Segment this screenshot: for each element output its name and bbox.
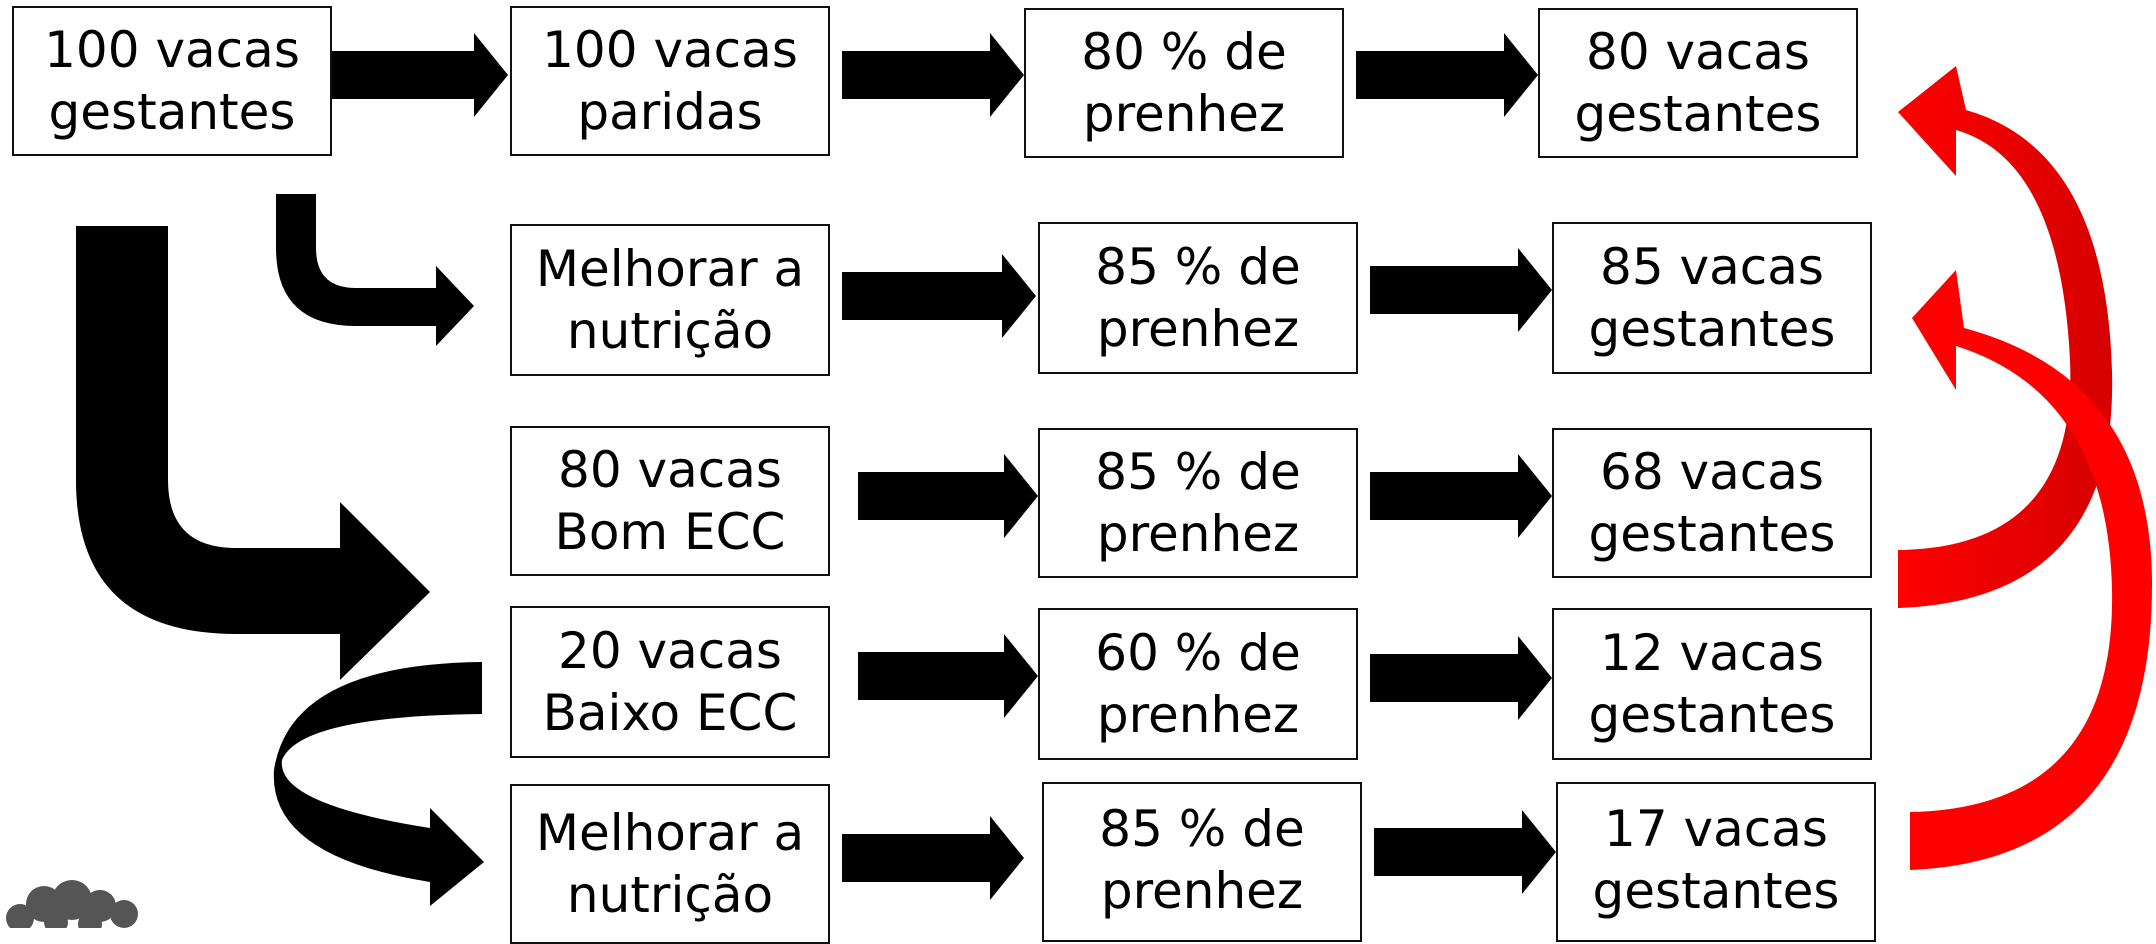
arrow-right-r2-2 xyxy=(1370,454,1552,538)
bent-arrow-small xyxy=(276,194,474,346)
arrow-right-r3-1 xyxy=(858,634,1038,718)
logo-blob xyxy=(52,880,92,920)
arrow-right-r4-1 xyxy=(842,816,1024,900)
arrow-right-r4-2 xyxy=(1374,810,1556,894)
arrow-right-r0-3 xyxy=(1356,33,1538,117)
logo-blob xyxy=(78,912,102,928)
logo-fragment xyxy=(6,880,138,928)
arrow-right-r0-1 xyxy=(332,33,508,117)
curved-arrow-loop xyxy=(273,662,484,906)
arrow-right-r1-1 xyxy=(842,254,1036,338)
bent-arrow-large xyxy=(76,226,430,680)
red-curved-arrow-upper xyxy=(1898,66,2113,608)
arrow-right-r3-2 xyxy=(1370,636,1552,720)
logo-blob xyxy=(6,904,34,928)
logo-blob xyxy=(110,900,138,928)
red-curved-arrow-lower xyxy=(1910,270,2153,870)
arrow-right-r2-1 xyxy=(858,454,1038,538)
arrow-right-r0-2 xyxy=(842,33,1024,117)
logo-blob xyxy=(44,910,68,928)
arrow-right-r1-2 xyxy=(1370,248,1552,332)
